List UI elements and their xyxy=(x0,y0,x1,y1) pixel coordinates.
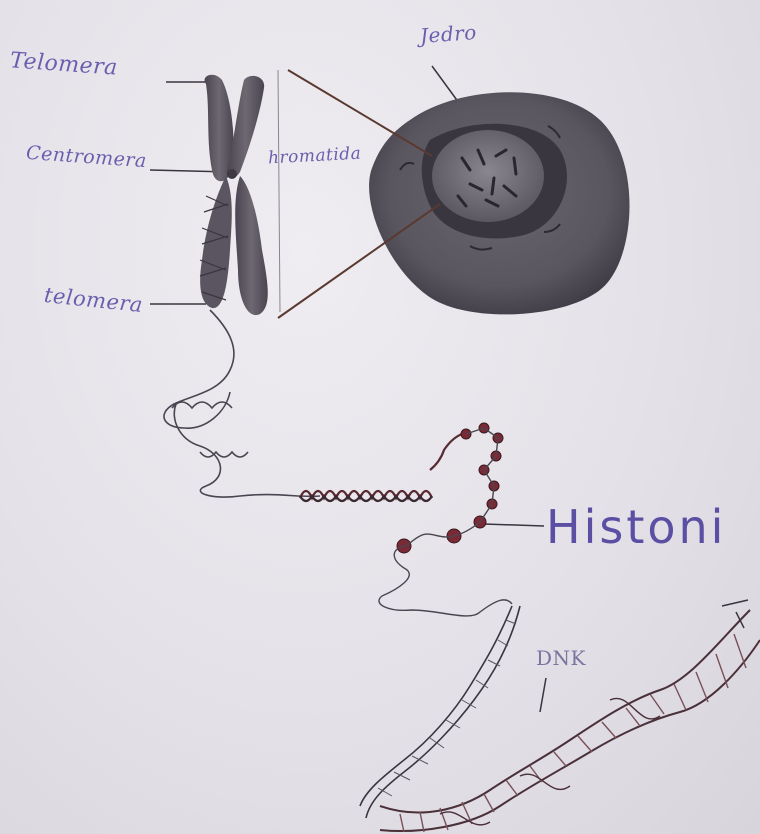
label-histones: Histoni xyxy=(546,500,726,554)
chromatin-fiber xyxy=(164,310,320,497)
dna-helix-large xyxy=(380,600,760,832)
histone-pointer xyxy=(484,524,544,526)
label-dna: DNK xyxy=(536,646,586,670)
label-jedro: Jedro xyxy=(419,20,477,48)
centromere-point xyxy=(227,169,237,179)
chromatid-bracket xyxy=(278,70,280,312)
cell-illustration xyxy=(369,92,629,314)
dna-pointer xyxy=(540,678,546,712)
solenoid-coil xyxy=(300,434,462,501)
chromosome xyxy=(200,75,268,315)
nucleus xyxy=(432,130,544,222)
